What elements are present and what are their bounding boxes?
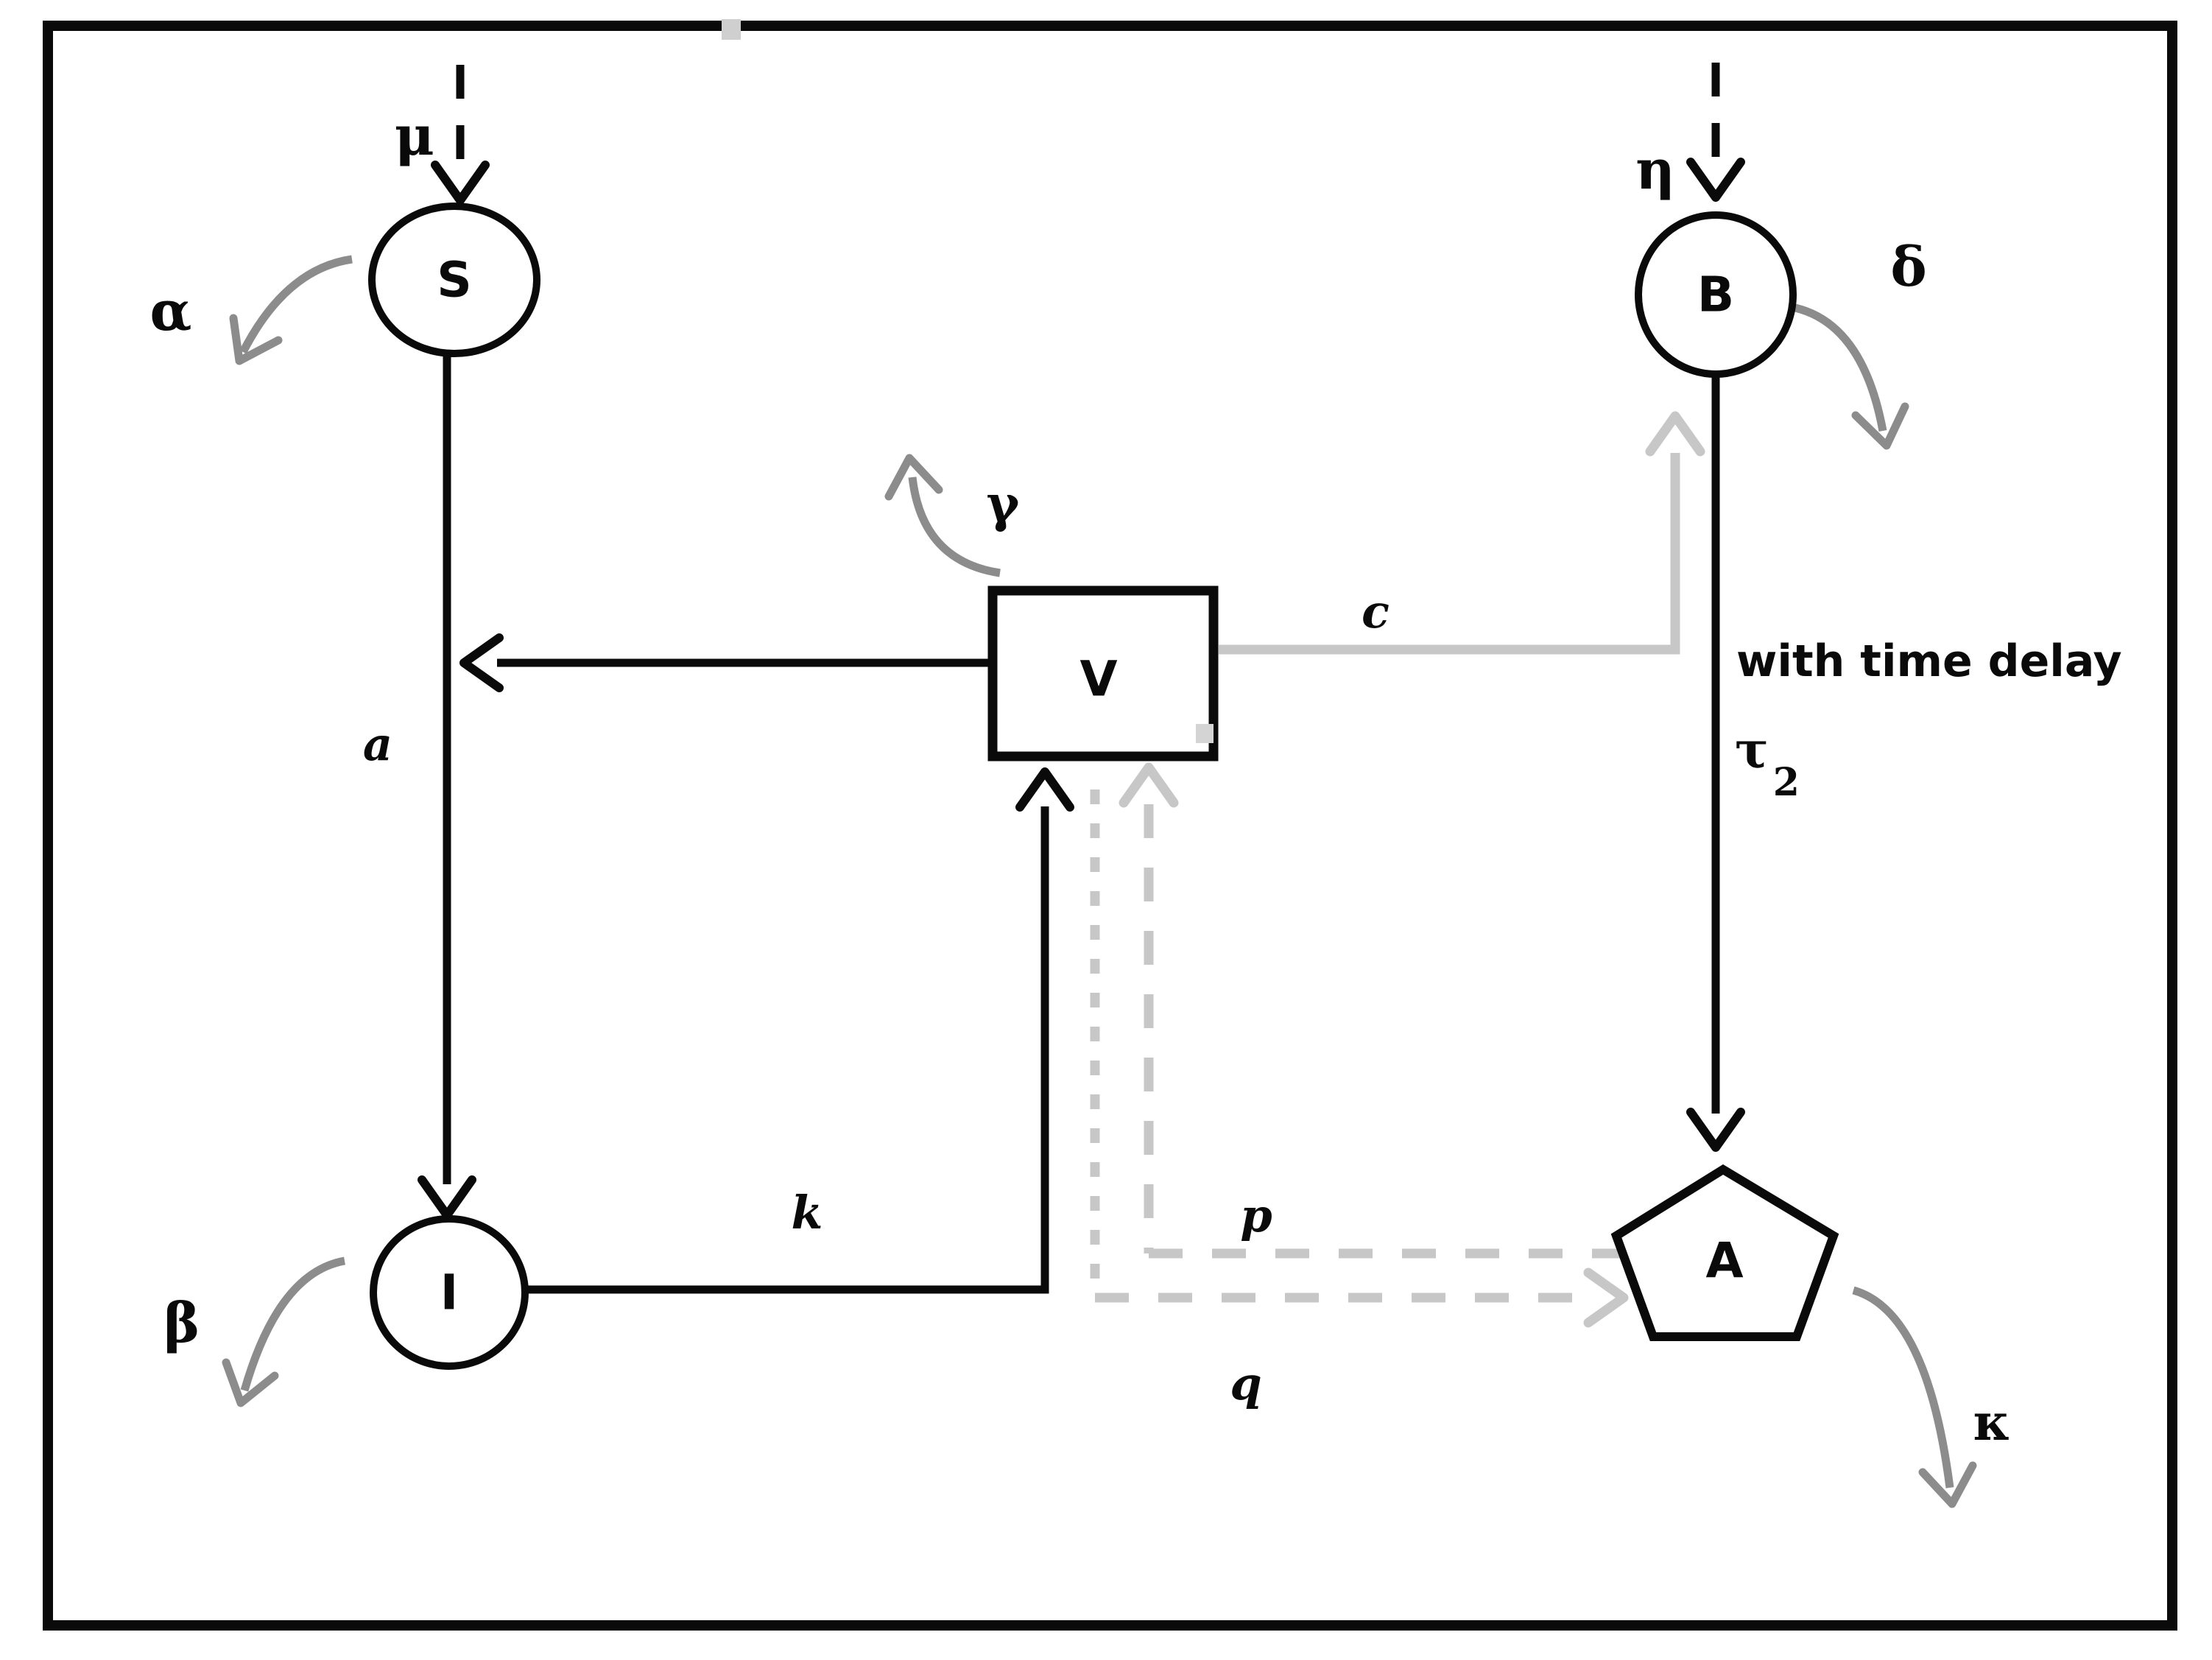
edge-p-dashed [1119, 762, 1620, 1259]
node-b: B [1635, 211, 1797, 378]
kappa-removal-arrow [1852, 1286, 1977, 1508]
node-v: V [987, 585, 1219, 762]
node-a: A [1610, 1164, 1839, 1341]
box-corner-gap [1196, 724, 1214, 743]
node-a-label: A [1705, 1233, 1743, 1290]
label-q: q [1230, 1357, 1261, 1410]
label-mu: μ [395, 105, 434, 168]
edge-b-to-a [1686, 374, 1745, 1152]
time-delay-note: with time delay τ 2 [1735, 636, 2122, 805]
node-v-label: V [1079, 651, 1117, 708]
label-gamma: γ [987, 475, 1021, 534]
label-alpha: α [150, 280, 192, 343]
delta-removal-arrow [1794, 303, 1909, 450]
label-kappa: κ [1973, 1393, 2011, 1452]
edge-v-to-si-path [459, 633, 993, 692]
label-beta: β [163, 1292, 200, 1355]
edge-i-to-v [525, 767, 1074, 1294]
mu-input-arrow [431, 65, 490, 205]
label-a: a [363, 717, 392, 771]
gamma-removal-arrow [884, 454, 1001, 577]
label-k: k [792, 1186, 823, 1239]
border-gap-mark [722, 19, 741, 40]
beta-removal-arrow [222, 1256, 346, 1407]
eta-input-arrow [1686, 63, 1745, 202]
time-delay-text: with time delay [1736, 636, 2122, 687]
label-p: p [1240, 1189, 1272, 1242]
node-b-label: B [1697, 267, 1734, 323]
border-frame [43, 21, 2177, 1631]
alpha-removal-arrow [229, 255, 353, 365]
edge-s-to-i [418, 354, 476, 1220]
label-c: c [1362, 585, 1389, 639]
tau2-label: τ 2 [1735, 721, 1800, 805]
label-delta: δ [1890, 236, 1926, 299]
node-s: S [368, 203, 540, 357]
edge-q-dashed [1090, 789, 1629, 1328]
node-i-label: I [440, 1265, 459, 1321]
label-eta: η [1635, 138, 1675, 202]
node-s-label: S [437, 252, 472, 309]
edge-c-v-to-b [1219, 411, 1705, 655]
node-i: I [370, 1215, 529, 1370]
